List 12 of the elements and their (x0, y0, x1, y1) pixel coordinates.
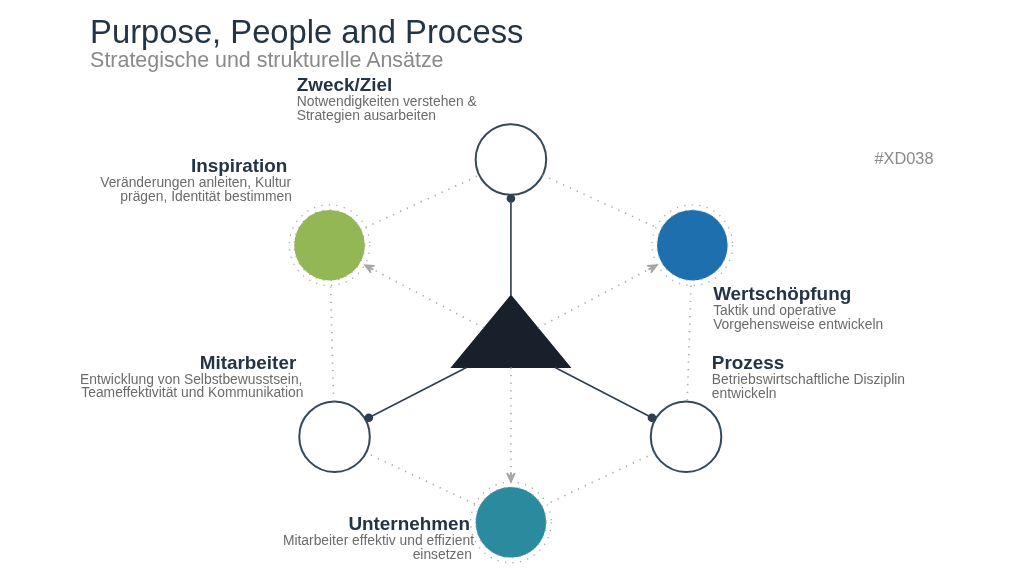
node-label: Prozess (711, 352, 784, 374)
label: #XD038 (873, 148, 934, 167)
diagram-title: Purpose, People and Process (89, 13, 523, 51)
node-label: Unternehmen (347, 512, 470, 534)
node-label: Inspiration (190, 155, 287, 177)
node-label: Wertschöpfung (712, 282, 851, 304)
node-label: Entwicklung von Selbstbewusstsein, Teameffektivität und Kommunikation (79, 370, 303, 401)
node-label: Zweck/Ziel (296, 74, 392, 96)
node-label: Mitarbeiter (199, 351, 296, 373)
node-label: Notwendigkeiten verstehen & Strategien ausarbeiten (296, 93, 477, 124)
node-label: Mitarbeiter effektiv und effizient einsetzen (282, 531, 474, 562)
node-label: Betriebswirtschaftliche Disziplin entwickeln (711, 371, 905, 401)
